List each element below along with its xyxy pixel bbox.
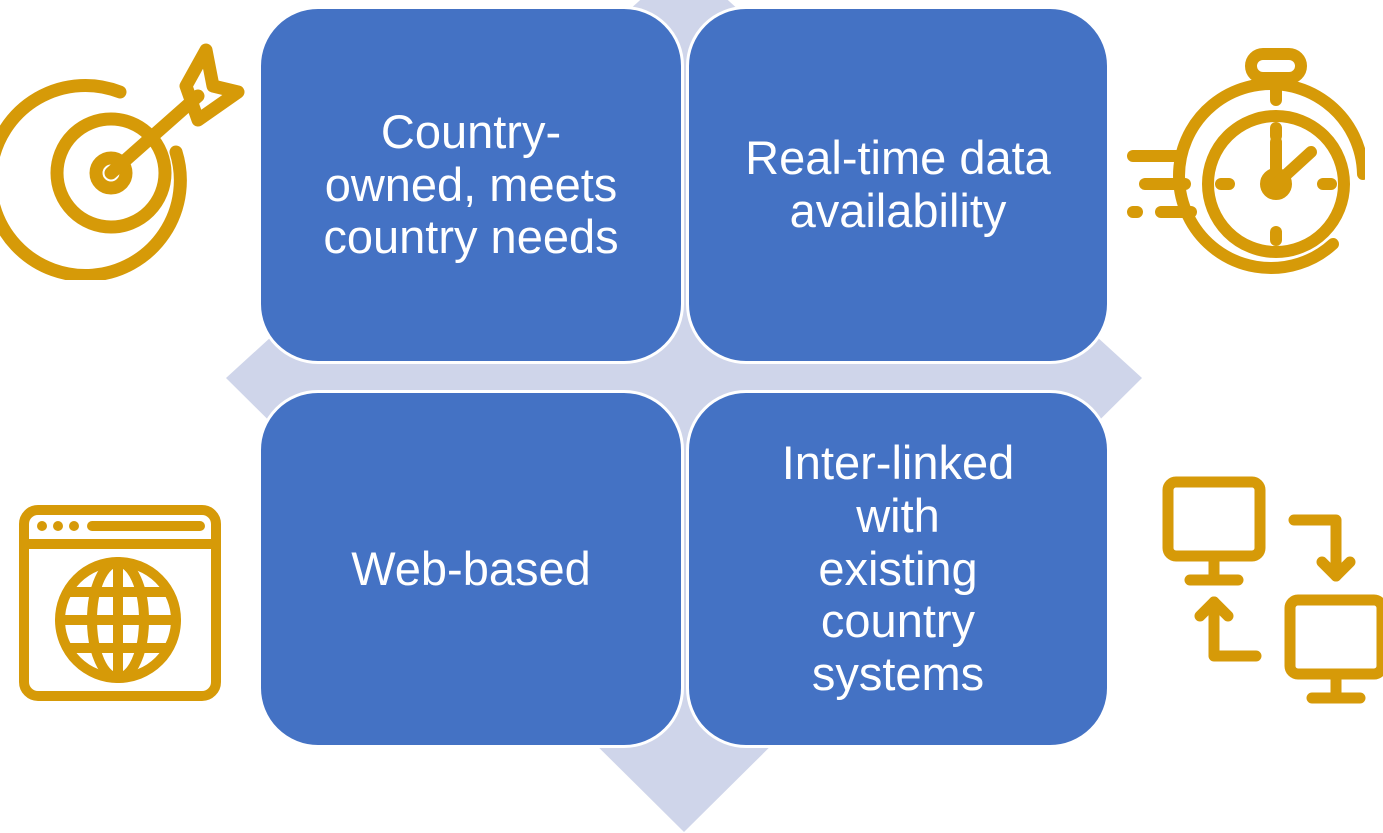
web-browser-globe-icon: [19, 505, 221, 701]
tile-web-based: Web-based: [258, 390, 684, 748]
tile-web-based-label: Web-based: [351, 541, 591, 595]
tile-inter-linked-label: Inter-linked with existing country syste…: [781, 436, 1015, 700]
tile-inter-linked: Inter-linked with existing country syste…: [686, 390, 1110, 748]
stopwatch-icon: [1127, 48, 1365, 274]
tile-real-time-data-label: Real-time data availability: [745, 131, 1051, 237]
tile-country-owned-label: Country- owned, meets country needs: [323, 105, 619, 264]
target-icon: [0, 43, 245, 280]
tile-real-time-data: Real-time data availability: [686, 6, 1110, 364]
network-computers-icon: [1162, 476, 1383, 704]
tile-country-owned: Country- owned, meets country needs: [258, 6, 684, 364]
